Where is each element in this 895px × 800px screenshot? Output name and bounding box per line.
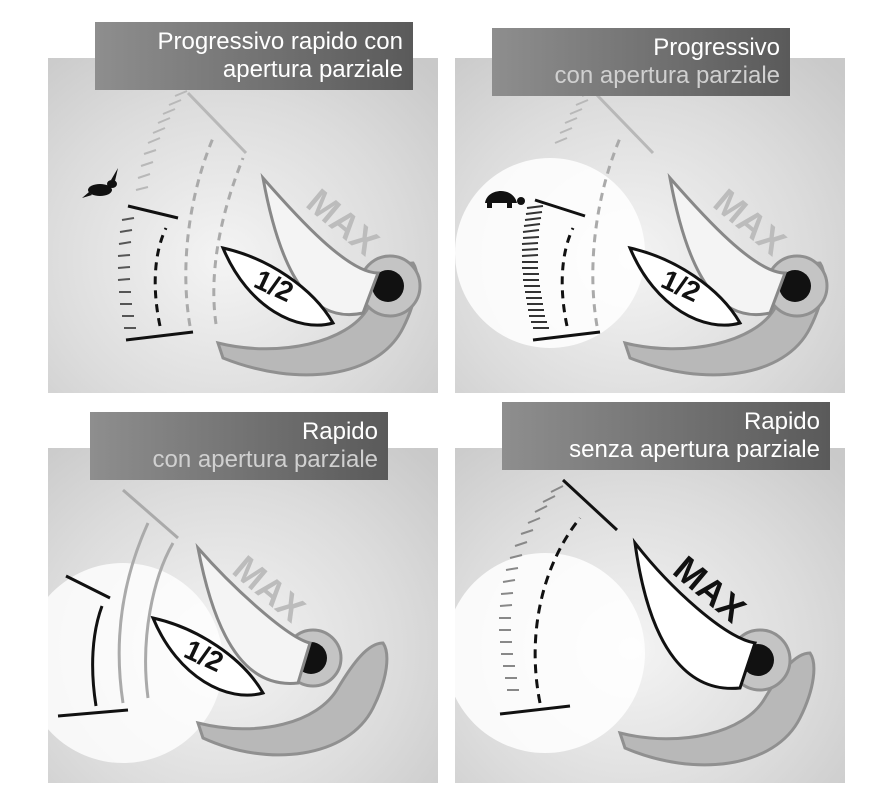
- light-max-stop: [593, 91, 655, 155]
- panel-3-title: Rapido con apertura parziale: [90, 412, 388, 480]
- closed-stop: [57, 708, 129, 718]
- dark-tick-scale: [117, 217, 136, 329]
- light-arrow-2: [212, 157, 245, 325]
- closed-stop: [125, 330, 194, 342]
- closed-stop: [532, 330, 601, 342]
- half-blade: [220, 245, 336, 327]
- panel-2-diagram: MAX 1/2: [455, 90, 829, 377]
- panel-1-title-line1: Progressivo rapido con: [157, 28, 403, 55]
- panel-2-title-line1: Progressivo: [653, 34, 780, 61]
- dark-arrow: [91, 605, 104, 707]
- light-tick-scale: [554, 90, 595, 144]
- dark-half-stop: [65, 574, 111, 600]
- light-arrow: [117, 522, 150, 704]
- dark-half-stop: [534, 198, 586, 218]
- half-blade: [150, 615, 266, 697]
- tortoise-icon: [485, 190, 525, 208]
- panel-2-title: Progressivo con apertura parziale: [492, 28, 790, 96]
- panel-1-diagram: MAX 1/2: [82, 90, 422, 377]
- light-tick-scale: [135, 90, 188, 191]
- lever-arm: [215, 261, 419, 377]
- max-blade: [667, 172, 788, 317]
- max-stop: [561, 478, 619, 532]
- panel-4-title: Rapido senza apertura parziale: [502, 402, 830, 470]
- panel-fast-partial: MAX 1/2: [48, 448, 438, 783]
- panel-fast-no-partial: MAX: [455, 448, 845, 783]
- highlight-circle: [455, 158, 645, 348]
- dense-dark-tick-scale: [521, 205, 549, 329]
- panel-4-diagram: MAX: [455, 478, 816, 767]
- lever-arm: [617, 651, 816, 767]
- lever-arm: [195, 641, 389, 757]
- tick-scale: [499, 485, 564, 691]
- panel-1-title-line2: apertura parziale: [222, 56, 403, 83]
- panel-progressive-fast-partial: MAX 1/2: [48, 58, 438, 393]
- lever-arm: [622, 261, 826, 377]
- light-arrow: [591, 137, 622, 327]
- dark-arrow: [533, 517, 582, 704]
- highlight-circle: [455, 553, 645, 753]
- panel-1-title: Progressivo rapido con apertura parziale: [95, 22, 413, 90]
- max-blade: [632, 537, 757, 690]
- dark-arrow: [153, 227, 168, 327]
- panel-3-diagram: MAX 1/2: [48, 488, 389, 763]
- dark-arrow: [560, 227, 575, 327]
- panel-4-title-line1: Rapido: [743, 408, 820, 435]
- half-blade: [627, 245, 743, 327]
- hare-icon: [82, 168, 118, 198]
- pivot-dot-icon: [372, 270, 404, 302]
- light-arrow: [184, 137, 215, 327]
- panel-progressive-partial: MAX 1/2: [455, 58, 845, 393]
- light-max-stop: [186, 91, 248, 155]
- dark-half-stop: [127, 204, 179, 220]
- closed-stop: [499, 704, 571, 716]
- light-arrow-2: [144, 542, 175, 699]
- panel-3-title-line1: Rapido: [301, 418, 378, 445]
- pivot-dot-icon: [779, 270, 811, 302]
- panel-4-title-line2: senza apertura parziale: [569, 436, 820, 463]
- max-blade: [260, 172, 381, 317]
- max-blade: [195, 542, 312, 685]
- panel-3-title-line2: con apertura parziale: [152, 446, 378, 473]
- panel-2-title-line2: con apertura parziale: [554, 62, 780, 89]
- light-max-stop: [122, 488, 179, 540]
